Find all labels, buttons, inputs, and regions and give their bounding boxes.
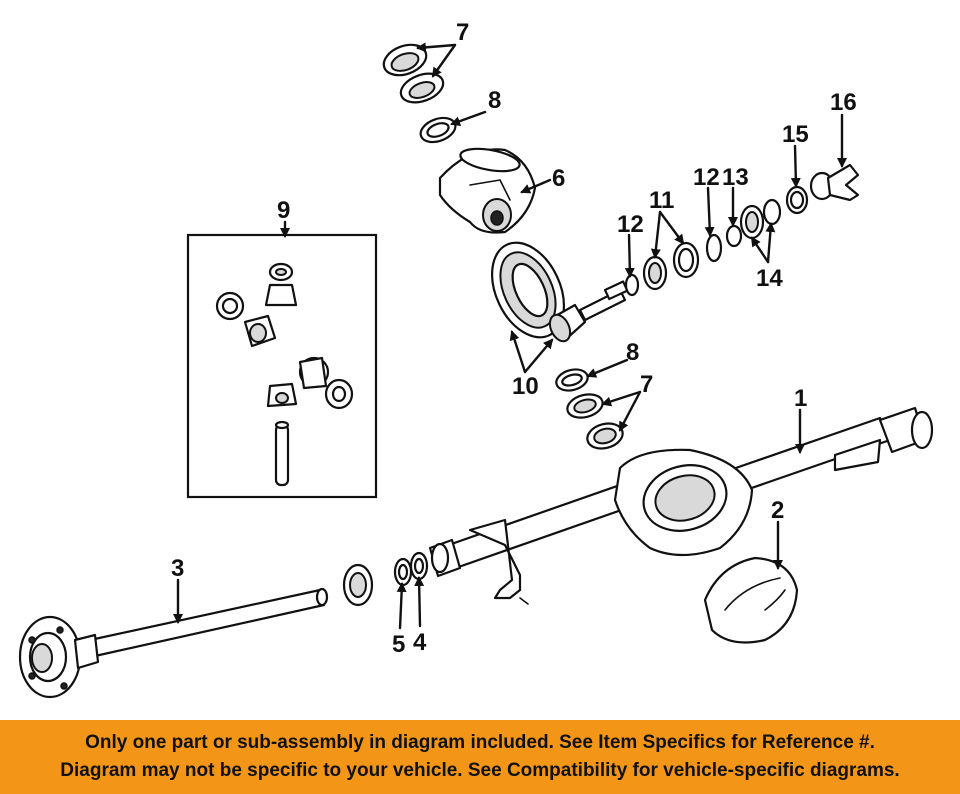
disclaimer-banner: Only one part or sub-assembly in diagram… [0,720,960,794]
pinion-gear [548,280,629,343]
callout-8-lower: 8 [626,339,639,366]
callout-8-top: 8 [488,87,501,114]
differential-case [438,147,537,234]
pinion-seal [785,185,809,215]
pinion-shim [705,233,723,263]
callout-16: 16 [830,89,857,116]
ring-gear [491,241,565,339]
axle-seal-4 [409,551,429,581]
axle-shaft [18,587,329,699]
shim-lower [555,368,589,392]
differential-cover [703,556,799,644]
callout-7-top: 7 [456,19,469,46]
callout-10: 10 [512,373,539,400]
shim-top [419,116,457,144]
pinion-bearing-outer-cone [739,198,782,240]
axle-housing [428,406,934,605]
axle-bearing-5 [393,557,413,587]
callout-7-lower: 7 [640,371,653,398]
differential-gear-kit-box [186,233,378,499]
bearing-cup-top [382,43,428,77]
pinion-bearing-outer [725,224,743,248]
callout-2: 2 [771,497,784,524]
bearing-cup-lower [586,422,624,450]
callout-13: 13 [722,164,749,191]
pinion-bearing-inner [642,255,668,291]
pinion-yoke [809,163,860,202]
collapsible-spacer [624,273,640,297]
callout-labels: 7 8 6 9 12 11 12 13 14 15 16 10 8 7 1 2 … [171,19,857,658]
bearing-cone-top [399,72,445,104]
callout-5: 5 [392,631,405,658]
leader-lines [173,42,847,630]
callout-11: 11 [649,187,674,214]
disclaimer-line-1: Only one part or sub-assembly in diagram… [85,732,875,753]
disclaimer-line-2: Diagram may not be specific to your vehi… [60,760,900,781]
callout-1: 1 [794,385,807,412]
bearing-cone-lower [566,393,604,419]
callout-12-right: 12 [693,164,720,191]
exploded-parts-diagram: 7 8 6 9 12 11 12 13 14 15 16 10 8 7 1 2 … [18,19,934,699]
callout-12-left: 12 [617,211,644,238]
callout-6: 6 [552,165,565,192]
callout-9: 9 [277,197,290,224]
pinion-bearing-cup [672,241,700,279]
callout-3: 3 [171,555,184,582]
callout-14: 14 [756,265,783,292]
callout-15: 15 [782,121,809,148]
callout-4: 4 [413,629,427,656]
axle-bearing [342,563,374,607]
